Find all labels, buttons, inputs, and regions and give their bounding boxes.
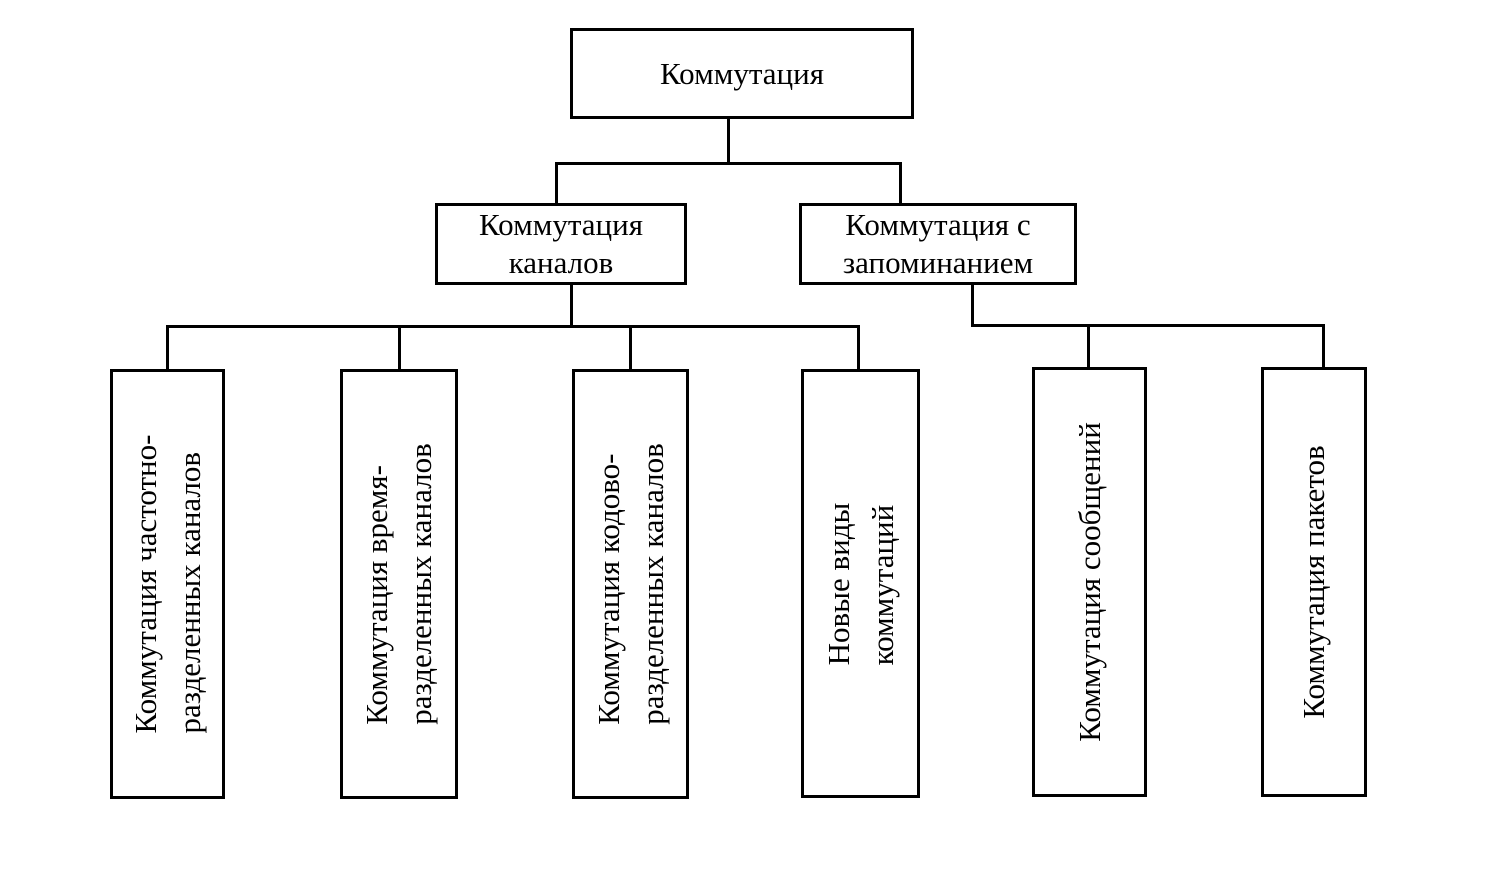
channel-switching-label-line2: каналов: [508, 245, 614, 280]
fdm-switching-line1: Коммутация частотно-: [127, 434, 163, 734]
root-label: Коммутация: [660, 55, 824, 91]
message-switching-line1: Коммутация сообщений: [1071, 422, 1107, 742]
new-switching-types-text: Новые виды коммутаций: [817, 502, 905, 665]
connector-to-packets: [1322, 324, 1325, 368]
connector-channels-down: [570, 284, 573, 327]
connector-channels-bus: [166, 325, 860, 328]
fdm-switching-box: Коммутация частотно- разделенных каналов: [110, 369, 225, 799]
channel-switching-label-line1: Коммутация: [479, 207, 643, 242]
tdm-switching-box: Коммутация время- разделенных каналов: [340, 369, 458, 799]
tdm-switching-line2: разделенных каналов: [403, 443, 438, 725]
store-forward-label-line1: Коммутация с: [845, 207, 1031, 242]
connector-to-channels: [555, 162, 558, 204]
new-switching-types-box: Новые виды коммутаций: [801, 369, 920, 798]
store-forward-label-line2: запоминанием: [842, 245, 1034, 280]
tdm-switching-text: Коммутация время- разделенных каналов: [355, 443, 443, 725]
packet-switching-box: Коммутация пакетов: [1261, 367, 1367, 797]
connector-store-forward-down: [971, 284, 974, 326]
store-forward-switching-box: Коммутация с запоминанием: [799, 203, 1077, 285]
connector-to-new: [857, 325, 860, 370]
fdm-switching-text: Коммутация частотно- разделенных каналов: [124, 435, 212, 734]
connector-root-down: [727, 117, 730, 164]
cdm-switching-box: Коммутация кодово- разделенных каналов: [572, 369, 689, 799]
connector-to-tdm: [398, 325, 401, 370]
message-switching-text: Коммутация сообщений: [1068, 422, 1112, 742]
new-switching-types-line1: Новые виды: [820, 502, 856, 665]
cdm-switching-text: Коммутация кодово- разделенных каналов: [587, 443, 675, 725]
fdm-switching-line2: разделенных каналов: [171, 451, 207, 734]
root-box: Коммутация: [570, 28, 914, 119]
connector-store-forward-bus: [971, 324, 1325, 327]
connector-to-cdm: [629, 325, 632, 370]
connector-to-store-forward: [899, 162, 902, 204]
cdm-switching-line2: разделенных каналов: [634, 443, 670, 725]
message-switching-box: Коммутация сообщений: [1032, 367, 1147, 797]
tdm-switching-line1: Коммутация время-: [359, 465, 394, 725]
packet-switching-text: Коммутация пакетов: [1292, 445, 1336, 718]
connector-to-fdm: [166, 325, 169, 370]
new-switching-types-line2: коммутаций: [864, 504, 900, 665]
connector-level1-bus: [555, 162, 902, 165]
cdm-switching-line1: Коммутация кодово-: [590, 453, 626, 725]
packet-switching-line1: Коммутация пакетов: [1296, 445, 1331, 719]
channel-switching-box: Коммутация каналов: [435, 203, 687, 285]
connector-to-messages: [1087, 324, 1090, 368]
